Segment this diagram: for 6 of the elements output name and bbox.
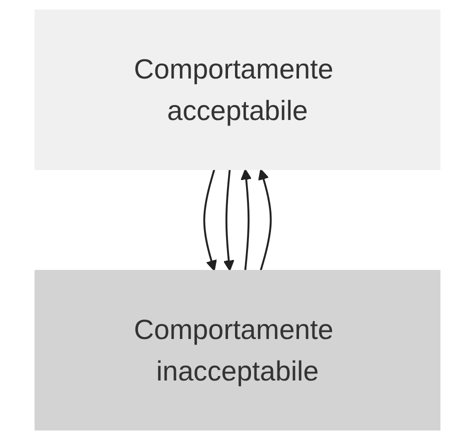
arrow xyxy=(223,169,234,272)
arrow xyxy=(203,169,217,272)
arrow xyxy=(240,168,252,271)
arrow xyxy=(258,168,272,271)
node-box: Comportamente acceptabile xyxy=(34,9,440,170)
node-box: Comportamente inacceptabile xyxy=(34,270,440,431)
